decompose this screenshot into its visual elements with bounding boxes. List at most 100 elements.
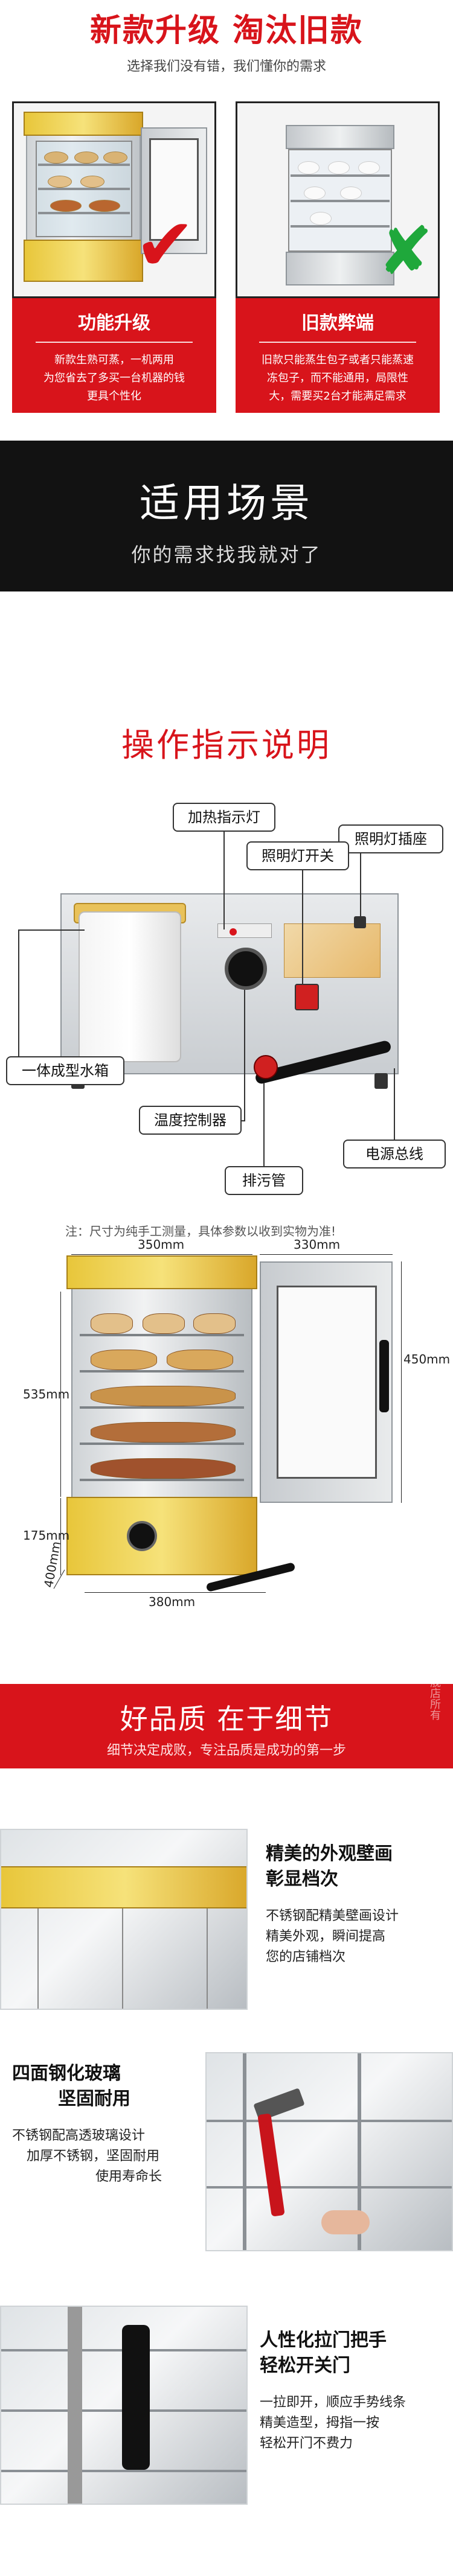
compare-title: 新款升级 淘汰旧款 [89,13,364,49]
detail-heading: 四面钢化玻璃 [12,2063,121,2084]
leader-line [360,853,361,917]
hammer-handle [257,2113,285,2217]
new-cabinet-base-panel [24,240,143,282]
detail-heading: 坚固耐用 [58,2088,130,2109]
leader-line [18,929,85,931]
label-lighting-socket: 照明灯插座 [338,824,443,853]
leader-line [18,929,19,1056]
old-cabinet-base [286,252,394,285]
leader-line [394,1068,395,1140]
quality-details-section: 好品质 在于细节 细节决定成败，专注品质是成功的第一步 图片归冰威旗舰店所有 精… [0,1612,453,2576]
dimensions-section: 注：尺寸为纯手工测量，具体参数以收到实物为准! 350mm 330mm 450m… [0,1219,453,1612]
bun-row [143,1313,185,1334]
leader-line [263,1083,265,1166]
shelf [38,188,130,190]
door-handle [122,2325,150,2470]
leader-line [223,832,225,929]
detail-text: 一拉即开，顺应手势线条 [260,2395,406,2410]
white-bun [340,187,362,200]
machine-leg [374,1073,388,1089]
shelf-bar [1,2470,246,2472]
water-tank-image [79,911,181,1062]
decor-panel [1,1866,246,1908]
label-heating-light: 加热指示灯 [173,803,275,832]
heating-indicator-icon [230,928,237,936]
shelf [38,164,130,166]
watermark-text: 图片归冰威旗舰店所有 [428,1612,441,1720]
cross-mark-icon: ✘ [378,212,434,290]
food-decal-image [284,923,381,978]
white-bun [328,161,350,174]
frame-bar [37,1908,39,2009]
bun-row [91,1386,236,1406]
bun [103,151,127,164]
control-panel-label [217,923,272,938]
dimensions-note: 注：尺寸为纯手工测量，具体参数以收到实物为准! [65,1224,336,1239]
lighting-socket-icon [354,916,366,928]
sweet-potato [89,200,120,212]
dim-line [401,1261,402,1503]
tall-cabinet-base [66,1497,257,1575]
lighting-switch-icon [295,984,319,1010]
power-plug-icon [254,1055,278,1079]
quality-banner: 好品质 在于细节 细节决定成败，专注品质是成功的第一步 [0,1684,453,1768]
shelf [291,225,390,228]
caption-divider [36,342,193,343]
shelf [38,212,130,214]
detail-text: 精美外观，瞬间提高 [266,1929,386,1944]
compare-subtitle: 选择我们没有错，我们懂你的需求 [126,59,326,74]
label-lighting-switch: 照明灯开关 [246,841,349,870]
door-frame [68,2307,82,2504]
temperature-knob [127,1521,157,1551]
shelf-bar [207,2186,452,2189]
label-temperature-controller: 温度控制器 [139,1106,242,1135]
old-model-line: 大，需要买2台才能满足需求 [269,390,406,403]
tall-cabinet-door-glass [277,1286,377,1479]
old-model-line: 冻包子，而不能通用，局限性 [267,372,408,384]
caption-divider [259,342,416,343]
frame-bar [358,2053,361,2250]
old-model-heading: 旧款弊端 [301,313,374,334]
bun [48,176,72,188]
detail-text: 轻松开门不费力 [260,2436,353,2451]
detail-heading: 精美的外观壁画 [266,1843,393,1864]
detail-heading: 轻松开关门 [260,2355,350,2376]
quality-subtitle: 细节决定成败，专注品质是成功的第一步 [106,1743,346,1758]
old-model-caption: 旧款弊端 旧款只能蒸生包子或者只能蒸速 冻包子，而不能通用，局限性 大，需要买2… [236,298,440,413]
detail-image-glass [205,2052,453,2251]
dim-line [60,1498,61,1575]
dim-upper-height: 535mm [23,1387,70,1401]
dim-line [71,1254,252,1255]
shelf [80,1334,244,1336]
door-handle [379,1340,389,1412]
shelf [80,1479,244,1481]
dim-line [60,1292,61,1497]
dim-door-width: 330mm [294,1237,341,1252]
dim-door-height: 450mm [403,1352,451,1366]
shelf [80,1406,244,1409]
scenario-title: 适用场景 [140,480,313,526]
new-model-caption: 功能升级 新款生熟可蒸，一机两用 为您省去了多买一台机器的钱 更具个性化 [12,298,216,413]
leader-line [302,870,303,985]
detail-heading: 彰显档次 [266,1869,338,1890]
shelf-bar [207,2120,452,2122]
detail-image-handle [0,2306,248,2505]
white-bun [310,212,332,225]
label-water-tank: 一体成型水箱 [6,1056,124,1085]
detail-heading: 人性化拉门把手 [260,2330,387,2351]
new-model-image: ✔ [12,101,216,298]
old-cabinet-top [286,125,394,149]
bun-row [91,1313,133,1334]
frame-bar [122,1908,123,2009]
new-model-line: 新款生熟可蒸，一机两用 [54,354,174,366]
dim-base-height: 175mm [23,1528,70,1543]
old-model-image: ✘ [236,101,440,298]
label-drain-pipe: 排污管 [225,1166,303,1195]
new-model-heading: 功能升级 [78,313,150,334]
detail-text: 您的店铺档次 [266,1950,346,1965]
corn-row [91,1422,236,1443]
operation-guide-section: 操作指示说明 加热指示灯 照明灯插座 照明灯开关 一体成型水箱 温度控制器 电源… [0,610,453,1219]
detail-text: 使用寿命长 [95,2169,162,2184]
bun [74,151,98,164]
